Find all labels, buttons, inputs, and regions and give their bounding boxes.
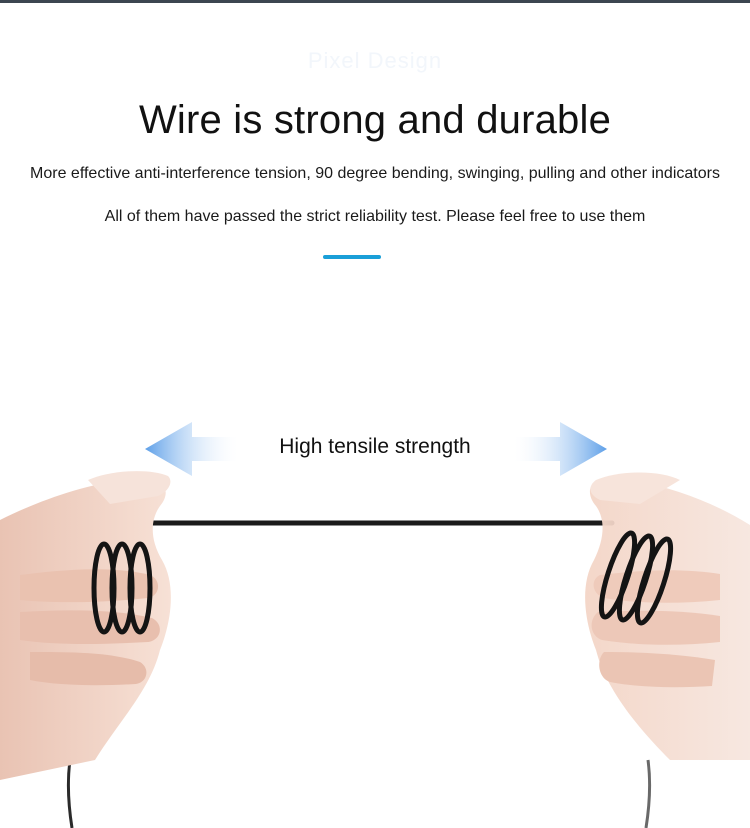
hand-left-icon: [0, 471, 171, 780]
faded-watermark-text: Pixel Design: [307, 48, 443, 73]
page-headline: Wire is strong and durable: [138, 98, 612, 142]
description-line-2: All of them have passed the strict relia…: [104, 208, 646, 225]
arrow-right-icon: [514, 422, 607, 476]
cable-icon: [66, 520, 652, 828]
accent-divider: [323, 255, 381, 259]
arrow-left-icon: [145, 422, 238, 476]
hand-right-icon: [585, 472, 750, 760]
top-divider: [0, 0, 750, 3]
tensile-strength-label: High tensile strength: [279, 435, 471, 458]
description-line-1: More effective anti-interference tension…: [30, 165, 720, 182]
hands-cable-illustration: [0, 471, 750, 828]
